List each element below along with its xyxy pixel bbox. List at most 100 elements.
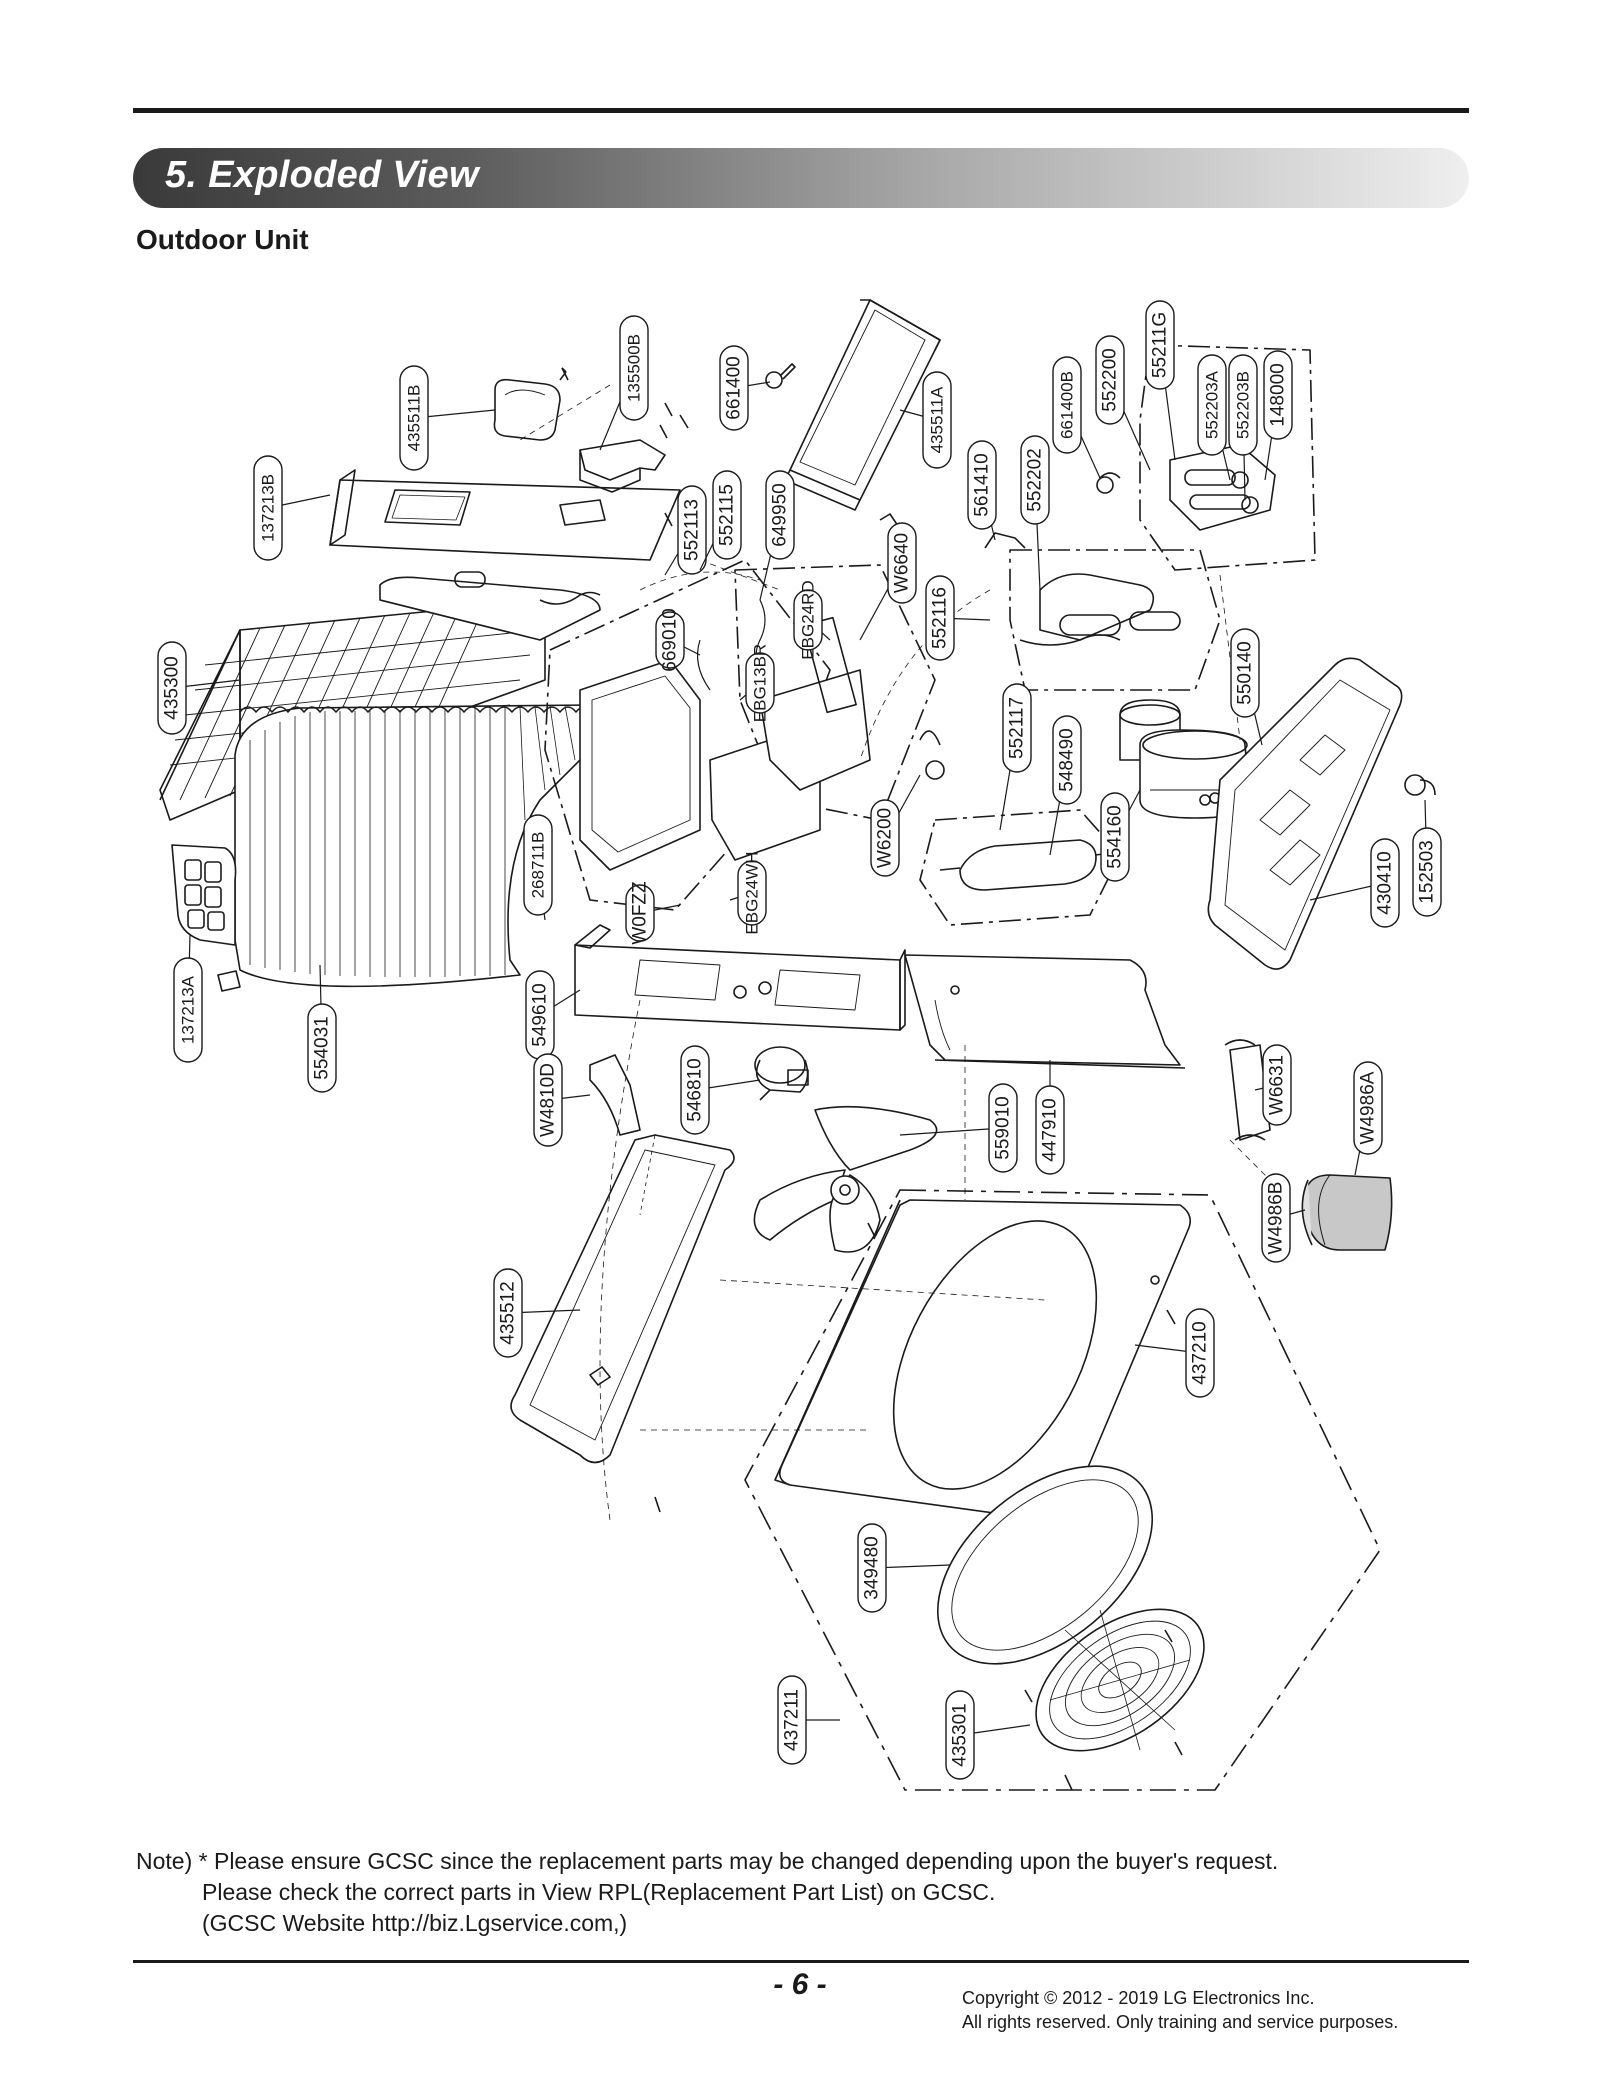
part-callout: 552203B: [1228, 354, 1258, 501]
part-callout: 661400: [719, 345, 771, 431]
fan-motor: [754, 1046, 809, 1101]
part-number-label: W6640: [892, 533, 913, 593]
part-callout: W4986B: [1261, 1173, 1306, 1263]
part-number-label: 548490: [1057, 728, 1078, 791]
part-callout: 661400B: [1052, 356, 1101, 479]
part-number-label: 552115: [717, 484, 738, 546]
copyright-line-2: All rights reserved. Only training and s…: [962, 2012, 1399, 2032]
callout-bubble: [1052, 356, 1082, 454]
callout-bubble: [857, 1523, 887, 1613]
callout-bubble: [925, 575, 955, 661]
part-number-label: 268711B: [529, 832, 548, 899]
callout-bubble: [1145, 300, 1175, 390]
callout-bubble: [967, 440, 997, 530]
front-grille-group: [744, 1189, 1381, 1791]
callout-bubble: [1052, 715, 1082, 805]
part-callout: 649950: [759, 470, 795, 601]
callout-bubble: [922, 371, 952, 469]
part-number-label: 435301: [950, 1703, 971, 1766]
callout-bubble: [655, 611, 685, 669]
callout-bubble: [737, 860, 767, 926]
callout-bubble: [523, 814, 553, 916]
part-number-label: 552200: [1100, 348, 1121, 411]
part-number-label: 435511B: [405, 385, 424, 452]
part-number-label: W0FZZ: [630, 881, 651, 945]
part-callout: EBG24WH: [729, 851, 767, 935]
callout-bubble: [1228, 354, 1258, 456]
note-line-1: Note) * Please ensure GCSC since the rep…: [136, 1848, 1279, 1874]
part-callout: 669010: [655, 608, 701, 672]
part-number-label: 649950: [770, 483, 791, 546]
callout-bubble: [1262, 1044, 1292, 1126]
part-callout: 435511A: [899, 371, 952, 469]
part-callout: 148000: [1263, 350, 1293, 481]
part-number-label: 447910: [1040, 1098, 1061, 1161]
part-number-label: EBG13BR: [751, 644, 770, 722]
base-pan: [1207, 657, 1436, 970]
callout-bubble: [493, 1268, 523, 1358]
part-callout: 550140: [1230, 628, 1263, 746]
callout-bubble: [1035, 1085, 1065, 1175]
callout-bubble: [677, 485, 707, 575]
callout-bubble: [533, 1053, 563, 1147]
part-callout: 349480: [857, 1523, 951, 1613]
part-number-label: 437211: [782, 1689, 803, 1751]
note-line-2: Please check the correct parts in View R…: [202, 1879, 996, 1905]
callout-bubble: [745, 652, 775, 714]
valve-assembly: [984, 532, 1221, 691]
part-callout: 548490: [1049, 715, 1082, 856]
mount-bracket: [589, 1054, 641, 1136]
part-number-label: 137213A: [179, 975, 198, 1044]
part-number-label: 546810: [685, 1058, 706, 1121]
fan-guard: [1035, 1608, 1205, 1752]
front-panel: [774, 1199, 1191, 1523]
part-callout: 559010: [899, 1083, 1018, 1173]
part-number-label: 55211G: [1150, 312, 1171, 378]
part-callout: 430410: [1309, 838, 1400, 928]
four-way-valve-box: [1096, 344, 1316, 571]
note-line-3: (GCSC Website http://biz.Lgservice.com,): [202, 1910, 628, 1936]
callout-bubble: [719, 345, 749, 431]
footer-rule: [133, 1960, 1469, 1963]
part-number-label: 554160: [1105, 805, 1126, 868]
callout-bubble: [680, 1045, 710, 1135]
part-number-label: 148000: [1268, 363, 1289, 426]
condenser-coil: [234, 704, 596, 988]
part-number-label: 135500B: [625, 334, 644, 402]
callout-bubble: [1185, 1308, 1215, 1398]
part-callout: 137213B: [253, 455, 331, 561]
part-callout: 552116: [925, 575, 991, 661]
part-callout: EBG13BR: [739, 644, 775, 722]
part-number-label: 552202: [1025, 448, 1046, 511]
part-number-label: EBG24WH: [743, 851, 762, 934]
part-callout: EBG24RD: [793, 580, 831, 660]
section-title: 5. Exploded View: [165, 154, 479, 196]
callout-bubble: [777, 1675, 807, 1765]
part-callout: 552200: [1095, 335, 1151, 471]
part-callouts: 137213B 435511B 135500B 661400 435511A 552113…: [157, 300, 1442, 1780]
subtitle: Outdoor Unit: [136, 224, 309, 255]
part-callout: W6640: [859, 522, 917, 641]
part-callout: 552113: [664, 485, 707, 576]
callout-bubble: [945, 1690, 975, 1780]
motor-support: [574, 924, 906, 1031]
callout-bubble: [712, 470, 742, 560]
part-number-label: 349480: [862, 1536, 883, 1599]
callout-bubble: [173, 957, 203, 1063]
part-callout: 437210: [1134, 1308, 1215, 1398]
part-number-label: W4810D: [538, 1063, 559, 1137]
part-callout: 554160: [1100, 789, 1141, 882]
copyright-line-1: Copyright © 2012 - 2019 LG Electronics I…: [962, 1988, 1315, 2008]
part-callout: 437211: [777, 1675, 840, 1765]
part-number-label: 152503: [1417, 840, 1438, 903]
callout-bubble: [1230, 628, 1260, 718]
part-callout: 561410: [967, 440, 997, 541]
callout-bubble: [870, 799, 900, 877]
part-number-label: 552203B: [1234, 371, 1253, 439]
part-number-label: 661400: [724, 356, 745, 419]
screws: [561, 367, 1183, 1791]
callout-bubble: [619, 315, 649, 421]
copyright: Copyright © 2012 - 2019 LG Electronics I…: [962, 1986, 1398, 2034]
top-panel: [784, 299, 941, 511]
